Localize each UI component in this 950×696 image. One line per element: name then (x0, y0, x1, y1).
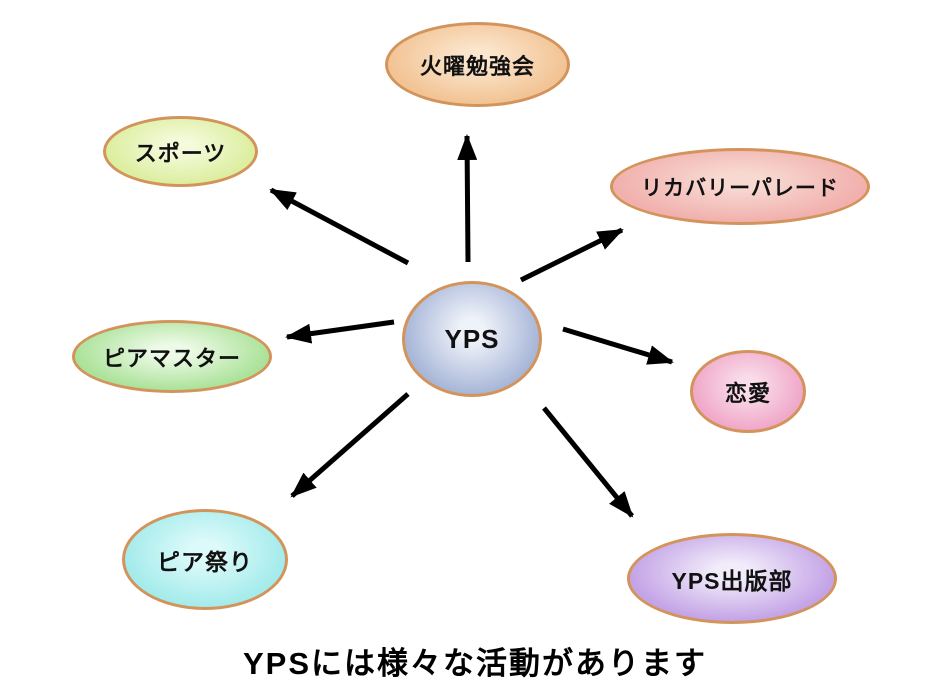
node-label-yps-center: YPS (444, 323, 500, 354)
node-label-love: 恋愛 (724, 380, 771, 406)
node-sports: スポーツ (103, 116, 258, 187)
node-peer-master: ピアマスター (72, 320, 272, 393)
node-label-tuesday-study-group: 火曜勉強会 (419, 53, 535, 79)
node-label-peer-master: ピアマスター (102, 345, 241, 371)
node-label-sports: スポーツ (134, 140, 227, 166)
node-label-recovery-parade: リカバリーパレード (641, 176, 839, 200)
arrow-yps-center-to-peer-festival (290, 392, 410, 498)
arrow-yps-center-to-sports (269, 187, 410, 266)
diagram-caption: YPSには様々な活動があります (242, 646, 708, 681)
node-yps-center: YPS (402, 281, 542, 397)
arrow-yps-center-to-love (562, 326, 674, 365)
arrow-yps-center-to-tuesday-study-group (457, 134, 478, 263)
node-yps-publishing: YPS出版部 (627, 533, 837, 624)
arrow-yps-center-to-recovery-parade (519, 227, 624, 283)
node-peer-festival: ピア祭り (122, 509, 288, 610)
node-recovery-parade: リカバリーパレード (610, 148, 870, 225)
node-love: 恋愛 (690, 350, 806, 433)
node-label-yps-publishing: YPS出版部 (671, 567, 793, 594)
arrow-yps-center-to-peer-master (285, 319, 395, 344)
node-tuesday-study-group: 火曜勉強会 (385, 22, 570, 107)
arrow-yps-center-to-yps-publishing (542, 406, 634, 518)
node-label-peer-festival: ピア祭り (157, 548, 253, 575)
